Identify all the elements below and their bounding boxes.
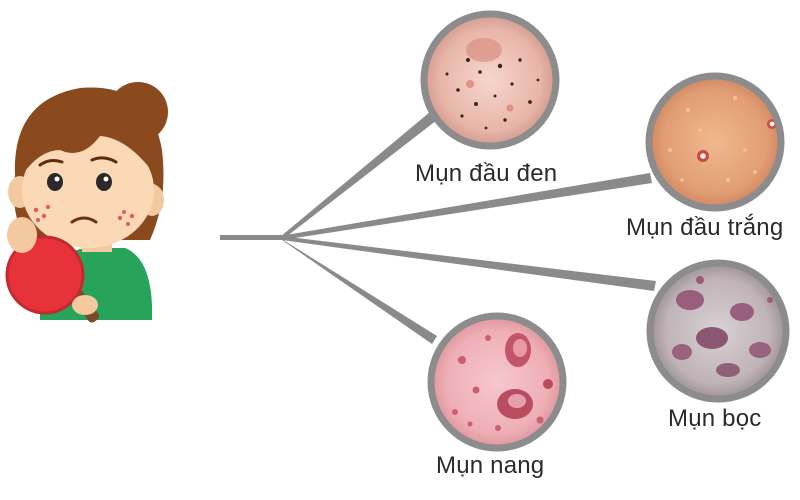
connector-to-nodule xyxy=(280,236,656,291)
whitehead-skin-image xyxy=(645,72,785,212)
connector-lines xyxy=(220,112,656,344)
blackhead-skin-image xyxy=(420,10,560,150)
connector-to-cyst xyxy=(280,238,437,344)
main-connector-line xyxy=(220,235,282,240)
connector-to-blackhead xyxy=(280,112,437,240)
connector-to-whitehead xyxy=(280,173,652,240)
nodular-acne-skin-image xyxy=(646,259,790,403)
label-whitehead: Mụn đầu trắng xyxy=(626,214,784,241)
worried-girl-illustration xyxy=(5,82,168,323)
cyst-acne-skin-image xyxy=(427,312,567,452)
label-cyst-acne: Mụn nang xyxy=(436,452,545,479)
label-nodular-acne: Mụn bọc xyxy=(668,405,762,432)
label-blackhead: Mụn đầu đen xyxy=(415,160,558,187)
